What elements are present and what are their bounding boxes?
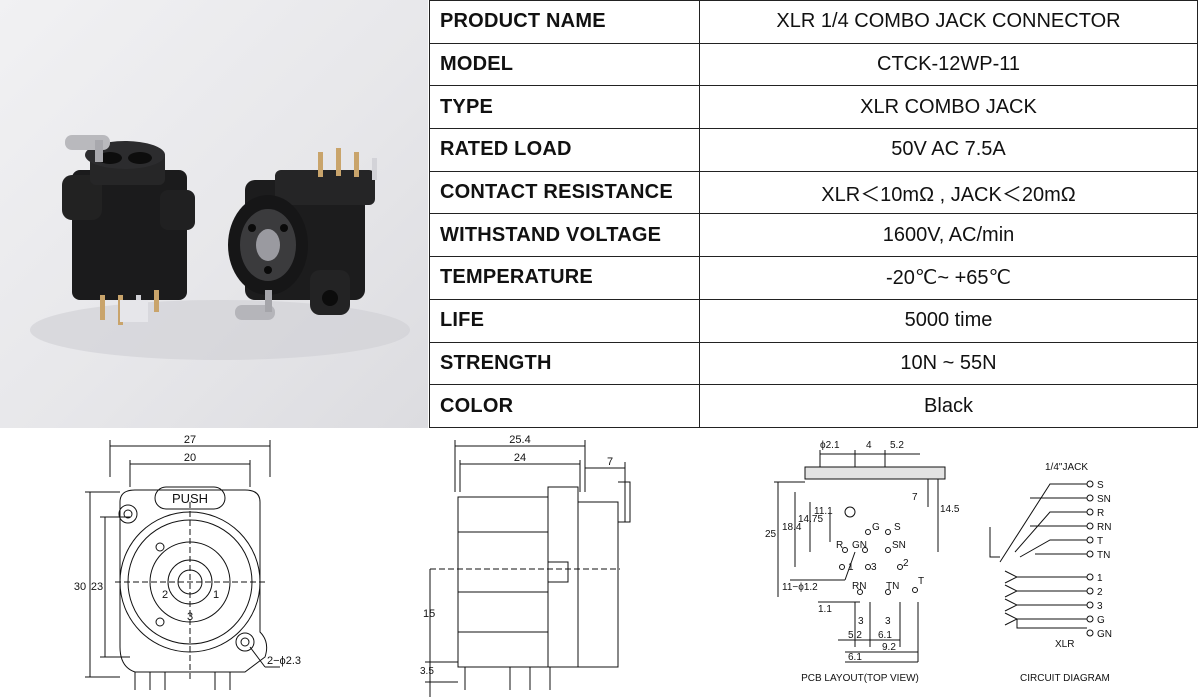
dim-tab: 7 — [607, 456, 613, 468]
jack-pin-t: T — [1097, 536, 1103, 547]
front-view-drawing: 27 20 30 23 PUSH 1 2 3 2−ϕ2.3 — [60, 432, 320, 700]
spec-label: CONTACT RESISTANCE — [429, 170, 700, 215]
pcb-caption: PCB LAYOUT(TOP VIEW) — [801, 673, 919, 684]
dim-14-5: 14.5 — [940, 504, 960, 515]
dim-11-1: 11.1 — [814, 506, 833, 517]
dim-hole: ϕ2.1 — [820, 440, 840, 451]
pin-gn-label: GN — [852, 540, 867, 551]
spec-value: XLR COMBO JACK — [699, 85, 1198, 130]
jack-pin-tn: TN — [1097, 550, 1110, 561]
spec-value: XLR＜10mΩ , JACK＜20mΩ — [699, 170, 1198, 215]
dim-pin: 3.5 — [420, 666, 434, 677]
pin-s-label: S — [894, 522, 901, 533]
dim-1-1: 1.1 — [818, 604, 832, 615]
dim-body: 24 — [514, 452, 526, 464]
spec-value: 5000 time — [699, 298, 1198, 343]
dim-6-1a: 6.1 — [878, 630, 892, 641]
push-label: PUSH — [172, 491, 208, 506]
dim-18-4: 18.4 — [782, 522, 802, 533]
pin-rn-label: RN — [852, 581, 866, 592]
connector-rear-image — [62, 135, 195, 325]
dim-5-2: 5.2 — [848, 630, 862, 641]
spec-label: WITHSTAND VOLTAGE — [429, 213, 700, 258]
dim-length: 25.4 — [509, 434, 530, 446]
xlr-pin-1: 1 — [1097, 573, 1103, 584]
dim-center: 15 — [423, 608, 435, 620]
spec-value: XLR 1/4 COMBO JACK CONNECTOR — [699, 0, 1198, 44]
circuit-caption: CIRCUIT DIAGRAM — [1020, 673, 1110, 684]
spec-value: 50V AC 7.5A — [699, 128, 1198, 172]
xlr-pin-2: 2 — [1097, 587, 1103, 598]
spec-label: TEMPERATURE — [429, 256, 700, 300]
xlr-title: XLR — [1055, 639, 1074, 650]
product-photo — [0, 0, 428, 428]
circuit-diagram: 1/4"JACK S SN R RN T TN 1 2 3 G GN XLR C… — [975, 432, 1165, 700]
dim-inner-width: 20 — [184, 452, 196, 464]
spec-value: CTCK-12WP-11 — [699, 42, 1198, 87]
spec-label: COLOR — [429, 384, 700, 428]
xlr-pin-gn: GN — [1097, 629, 1112, 640]
pin-1-label: 1 — [213, 589, 219, 601]
dim-25: 25 — [765, 529, 777, 540]
spec-value: -20℃~ +65℃ — [699, 256, 1198, 300]
spec-label: RATED LOAD — [429, 128, 700, 172]
pin-r-label: R — [836, 540, 843, 551]
spec-label: LIFE — [429, 298, 700, 343]
jack-pin-rn: RN — [1097, 522, 1111, 533]
dim-4: 4 — [866, 440, 872, 451]
dim-9-2: 9.2 — [882, 642, 896, 653]
dim-3b: 3 — [885, 616, 891, 627]
jack-pin-r: R — [1097, 508, 1104, 519]
dim-5-2-top: 5.2 — [890, 440, 904, 451]
dim-width: 27 — [184, 434, 196, 446]
dim-inner-height: 23 — [91, 581, 103, 593]
dim-height: 30 — [74, 581, 86, 593]
xlr-pin-3: 3 — [1097, 601, 1103, 612]
side-view-drawing: 25.4 24 7 15 3.5 — [420, 432, 650, 700]
dim-14-75: 14.75 — [798, 514, 823, 525]
spec-label: MODEL — [429, 42, 700, 87]
spec-label: TYPE — [429, 85, 700, 130]
spec-value: 10N ~ 55N — [699, 341, 1198, 386]
spec-value: Black — [699, 384, 1198, 428]
jack-pin-sn: SN — [1097, 494, 1111, 505]
pin-3-label: 3 — [187, 611, 193, 623]
pcb-layout-drawing: ϕ2.1 4 5.2 7 14.5 25 18.4 14.75 11.1 G S… — [760, 432, 960, 700]
pin-tn-label: TN — [886, 581, 899, 592]
xlr-pin-g: G — [1097, 615, 1105, 626]
pin-2-label: 2 — [903, 558, 909, 569]
dim-7: 7 — [912, 492, 918, 503]
pin-t-label: T — [918, 576, 924, 587]
pin-2-label: 2 — [162, 589, 168, 601]
jack-title: 1/4"JACK — [1045, 462, 1088, 473]
spec-label: PRODUCT NAME — [429, 0, 700, 44]
spec-label: STRENGTH — [429, 341, 700, 386]
dim-3a: 3 — [858, 616, 864, 627]
spec-value: 1600V, AC/min — [699, 213, 1198, 258]
spec-row: TEMPERATURE-20℃~ +65℃ — [429, 256, 1198, 300]
jack-pin-s: S — [1097, 480, 1104, 491]
dim-6-1b: 6.1 — [848, 652, 862, 663]
hole-callout: 2−ϕ2.3 — [267, 655, 301, 667]
pin-sn-label: SN — [892, 540, 906, 551]
hole-callout: 11−ϕ1.2 — [782, 582, 818, 593]
connector-front-image — [228, 148, 377, 320]
pin-1-label: 1 — [848, 562, 854, 573]
pin-3-label: 3 — [871, 562, 877, 573]
pin-g-label: G — [872, 522, 880, 533]
